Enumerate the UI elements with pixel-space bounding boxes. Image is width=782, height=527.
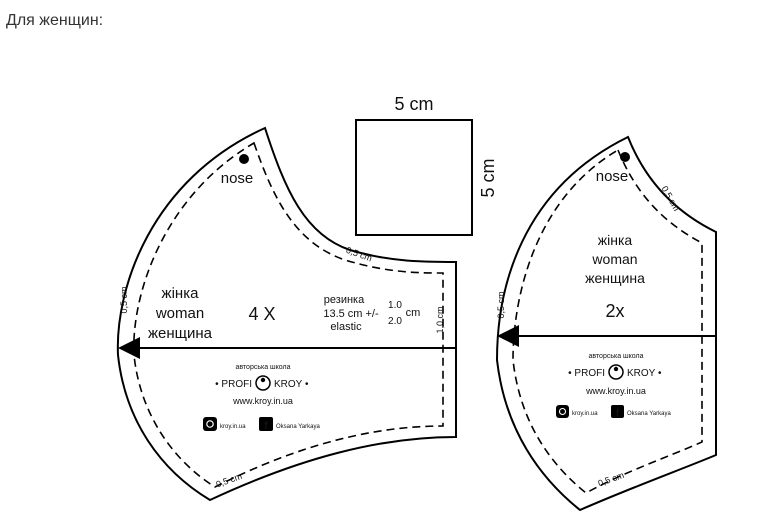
left-logo-left: • PROFI bbox=[215, 379, 252, 390]
left-facebook-icon-glyph: f bbox=[264, 420, 268, 432]
right-facebook-icon bbox=[611, 405, 624, 418]
square-width-label: 5 cm bbox=[394, 94, 433, 114]
right-pattern-piece: nose жінка woman женщина 2x 0,5 cm 0,5 c… bbox=[495, 135, 717, 512]
right-seam-bottom: 0,5 cm bbox=[597, 470, 626, 489]
left-name-en: woman bbox=[155, 305, 204, 322]
left-logo-mark-inner bbox=[260, 377, 266, 383]
left-elastic-tol-hi: 1.0 bbox=[388, 300, 402, 311]
right-facebook-icon-glyph: f bbox=[616, 408, 620, 419]
right-social-fb: Oksana Yarkaya bbox=[627, 411, 671, 417]
left-nose-dot bbox=[239, 154, 249, 164]
page-heading: Для женщин: bbox=[6, 12, 104, 29]
left-name-uk: жінка bbox=[162, 285, 200, 302]
right-name-ru: женщина bbox=[585, 270, 645, 286]
left-facebook-icon bbox=[259, 417, 273, 431]
right-arrow-head bbox=[497, 325, 519, 347]
left-social-fb: Oksana Yarkaya bbox=[276, 424, 320, 430]
left-logo-mark bbox=[255, 375, 271, 391]
right-count: 2x bbox=[605, 301, 624, 321]
right-nose-label: nose bbox=[596, 168, 629, 185]
left-instagram-icon-lens bbox=[206, 420, 214, 428]
left-outline bbox=[116, 126, 457, 502]
left-name-ru: женщина bbox=[148, 325, 213, 342]
right-instagram-icon-lens bbox=[558, 407, 567, 416]
left-seam-left: 0,5 cm bbox=[119, 286, 129, 313]
right-name-en: woman bbox=[591, 251, 637, 267]
left-count: 4 X bbox=[248, 304, 275, 324]
square-pattern: 5 cm 5 cm bbox=[355, 94, 498, 236]
square-outline bbox=[355, 119, 473, 236]
left-elastic-unit: cm bbox=[406, 307, 421, 319]
left-elastic-tol-lo: 2.0 bbox=[388, 316, 402, 327]
left-logo-url: www.kroy.in.ua bbox=[232, 396, 293, 406]
left-instagram-icon bbox=[203, 417, 217, 431]
left-elastic-en: elastic bbox=[330, 321, 362, 333]
right-instagram-icon bbox=[556, 405, 569, 418]
left-arrow-head bbox=[118, 337, 140, 359]
right-seam-top: 0,5 cm bbox=[660, 184, 682, 212]
right-logo-mark-inner bbox=[613, 366, 619, 372]
left-nose-label: nose bbox=[221, 170, 254, 187]
left-pattern-piece: nose жінка woman женщина 4 X резинка 13.… bbox=[116, 126, 457, 502]
right-seam-line bbox=[512, 148, 703, 494]
right-name-uk: жінка bbox=[598, 232, 633, 248]
right-logo-mark bbox=[608, 364, 624, 380]
right-seam-left: 0,5 cm bbox=[496, 291, 506, 318]
right-logo-url: www.kroy.in.ua bbox=[585, 386, 646, 396]
left-logo-right: KROY • bbox=[274, 379, 309, 390]
square-height-label: 5 cm bbox=[478, 158, 498, 197]
left-seam-line bbox=[133, 141, 444, 488]
right-logo-caption: авторська школа bbox=[588, 353, 643, 360]
left-seam-right: 1,0 cm bbox=[435, 306, 445, 333]
right-outline bbox=[495, 135, 717, 512]
left-elastic-ru: резинка bbox=[324, 294, 365, 306]
right-social-ig: kroy.in.ua bbox=[572, 411, 598, 417]
right-nose-dot bbox=[620, 152, 630, 162]
right-logo-right: KROY • bbox=[627, 368, 662, 379]
left-elastic-size: 13.5 cm +/- bbox=[323, 308, 379, 320]
right-logo-left: • PROFI bbox=[568, 368, 605, 379]
left-social-ig: kroy.in.ua bbox=[220, 424, 246, 430]
left-logo-caption: авторська школа bbox=[235, 364, 290, 371]
